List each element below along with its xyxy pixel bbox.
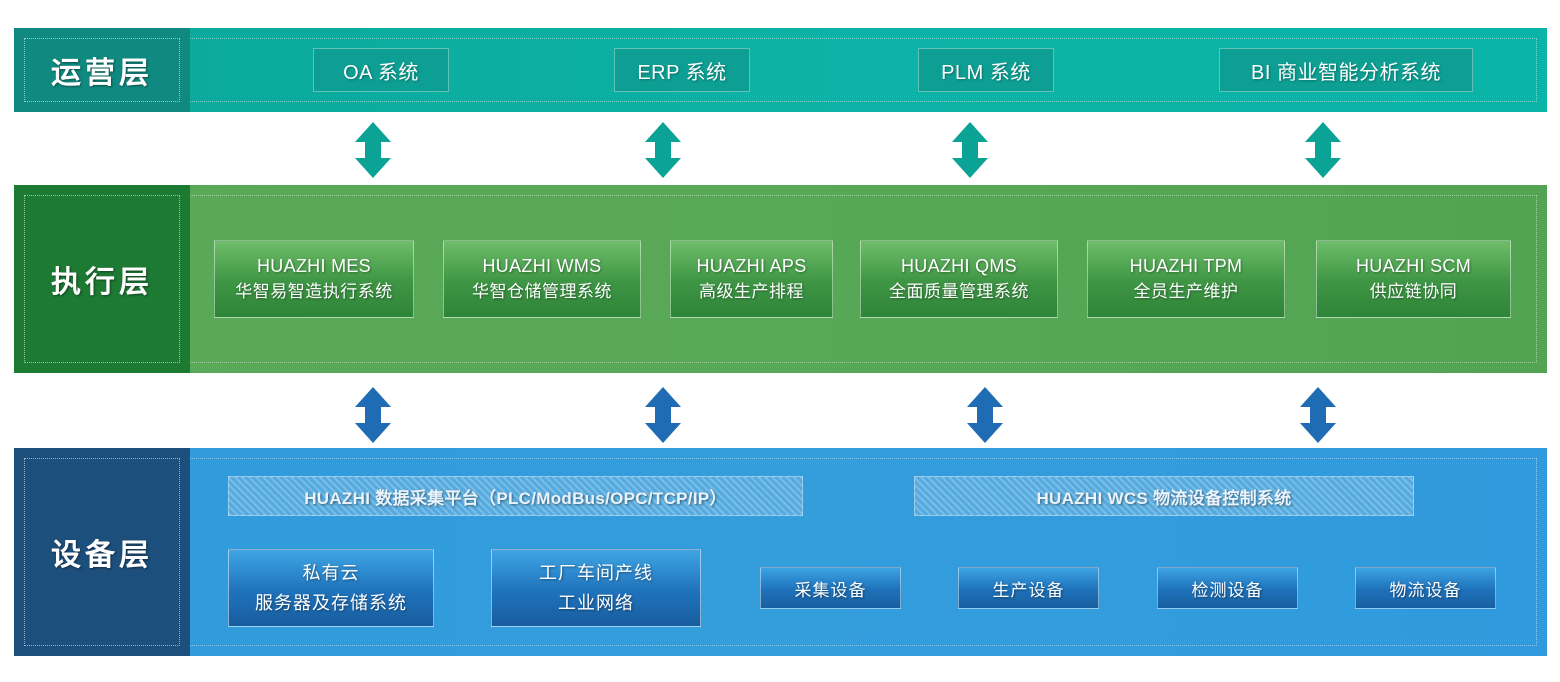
device-platform-bar-data-collection[interactable]: HUAZHI 数据采集平台（PLC/ModBus/OPC/TCP/IP） <box>228 476 803 516</box>
double-arrow-icon <box>1296 387 1340 443</box>
device-box-inspection-equipment[interactable]: 检测设备 <box>1157 567 1298 609</box>
device-box-private-cloud[interactable]: 私有云 服务器及存储系统 <box>228 549 434 627</box>
execution-box-mes-name: 华智易智造执行系统 <box>235 282 393 301</box>
device-layer: 设备层 HUAZHI 数据采集平台（PLC/ModBus/OPC/TCP/IP）… <box>14 448 1547 656</box>
device-layer-body: HUAZHI 数据采集平台（PLC/ModBus/OPC/TCP/IP） HUA… <box>190 448 1547 656</box>
device-box-production-equipment[interactable]: 生产设备 <box>958 567 1099 609</box>
double-arrow-icon <box>1301 122 1345 178</box>
device-layer-label: 设备层 <box>14 448 190 656</box>
execution-box-qms-code: HUAZHI QMS <box>900 256 1017 276</box>
execution-box-mes-code: HUAZHI MES <box>256 256 371 276</box>
execution-layer-body: HUAZHI MES 华智易智造执行系统 HUAZHI WMS 华智仓储管理系统… <box>190 185 1547 373</box>
execution-box-qms[interactable]: HUAZHI QMS 全面质量管理系统 <box>860 240 1058 318</box>
double-arrow-icon <box>641 387 685 443</box>
operation-box-oa[interactable]: OA 系统 <box>313 48 449 92</box>
execution-box-scm-code: HUAZHI SCM <box>1356 256 1471 276</box>
operation-layer: 运营层 OA 系统 ERP 系统 PLM 系统 BI 商业智能分析系统 <box>14 28 1547 112</box>
execution-box-tpm-code: HUAZHI TPM <box>1129 256 1243 276</box>
execution-layer-label: 执行层 <box>14 185 190 373</box>
device-box-factory-line-line2: 工业网络 <box>558 593 634 613</box>
execution-layer: 执行层 HUAZHI MES 华智易智造执行系统 HUAZHI WMS 华智仓储… <box>14 185 1547 373</box>
device-box-logistics-equipment[interactable]: 物流设备 <box>1355 567 1496 609</box>
operation-box-plm[interactable]: PLM 系统 <box>918 48 1054 92</box>
device-layer-label-text: 设备层 <box>51 539 153 572</box>
device-box-factory-line-line1: 工厂车间产线 <box>539 563 653 583</box>
execution-box-mes[interactable]: HUAZHI MES 华智易智造执行系统 <box>214 240 414 318</box>
double-arrow-icon <box>963 387 1007 443</box>
execution-box-aps[interactable]: HUAZHI APS 高级生产排程 <box>670 240 833 318</box>
operation-layer-label: 运营层 <box>14 28 190 112</box>
execution-box-aps-name: 高级生产排程 <box>699 282 804 301</box>
execution-box-wms[interactable]: HUAZHI WMS 华智仓储管理系统 <box>443 240 641 318</box>
device-platform-bar-wcs[interactable]: HUAZHI WCS 物流设备控制系统 <box>914 476 1414 516</box>
double-arrow-icon <box>948 122 992 178</box>
execution-box-tpm-name: 全员生产维护 <box>1133 282 1239 301</box>
execution-box-tpm[interactable]: HUAZHI TPM 全员生产维护 <box>1087 240 1285 318</box>
operation-box-erp[interactable]: ERP 系统 <box>614 48 750 92</box>
operation-layer-body: OA 系统 ERP 系统 PLM 系统 BI 商业智能分析系统 <box>190 28 1547 112</box>
device-box-private-cloud-line2: 服务器及存储系统 <box>255 593 407 613</box>
double-arrow-icon <box>641 122 685 178</box>
double-arrow-icon <box>351 387 395 443</box>
double-arrow-icon <box>351 122 395 178</box>
device-box-collection-equipment[interactable]: 采集设备 <box>760 567 901 609</box>
execution-box-wms-code: HUAZHI WMS <box>482 256 602 276</box>
execution-box-scm-name: 供应链协同 <box>1369 282 1458 301</box>
execution-layer-label-text: 执行层 <box>51 266 153 299</box>
operation-box-bi[interactable]: BI 商业智能分析系统 <box>1219 48 1473 92</box>
device-box-factory-line[interactable]: 工厂车间产线 工业网络 <box>491 549 701 627</box>
device-box-private-cloud-line1: 私有云 <box>302 563 360 583</box>
operation-layer-label-text: 运营层 <box>51 57 153 90</box>
execution-box-aps-code: HUAZHI APS <box>696 256 807 276</box>
execution-box-qms-name: 全面质量管理系统 <box>889 282 1029 301</box>
execution-box-wms-name: 华智仓储管理系统 <box>472 282 612 301</box>
execution-box-scm[interactable]: HUAZHI SCM 供应链协同 <box>1316 240 1511 318</box>
